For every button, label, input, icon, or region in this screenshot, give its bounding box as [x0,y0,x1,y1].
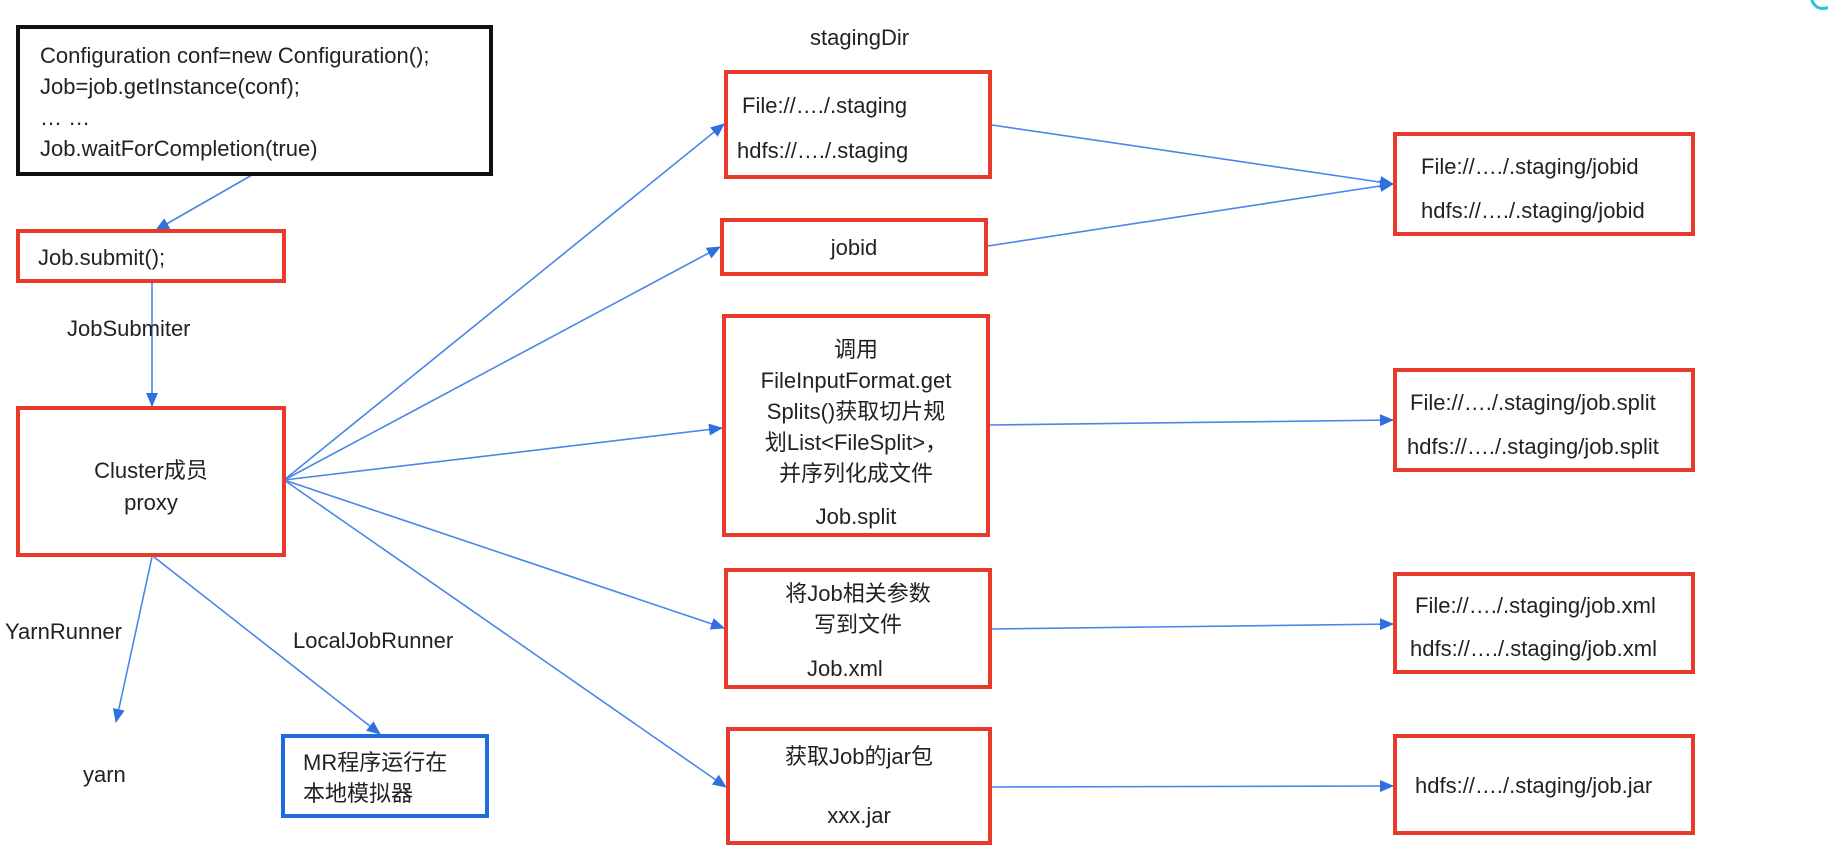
out-xml-line-2: hdfs://…./.staging/job.xml [1410,636,1657,661]
yarn-label: yarn [83,762,126,787]
cluster-line-1: Cluster成员 [94,458,208,483]
split-line-3: Splits()获取切片规 [766,399,946,424]
arrow-staging-to-out-jobid [991,124,1394,189]
staging-dir-label: stagingDir [810,25,910,50]
out-jobid-box: File://…./.staging/jobid hdfs://…./.stag… [1393,132,1695,236]
cluster-box: Cluster成员 proxy [16,406,286,557]
submit-label: Job.submit(); [38,245,166,270]
arrow-xml-to-out-xml [991,618,1394,631]
split-line-4: 划List<FileSplit>， [764,430,948,455]
arrow-cluster-to-xml [283,479,725,630]
jar-box: 获取Job的jar包 xxx.jar [726,727,992,845]
split-file-label: Job.split [815,504,897,529]
code-box: Configuration conf=new Configuration(); … [16,25,493,176]
out-split-line-2: hdfs://…./.staging/job.split [1407,434,1659,459]
cluster-line-2: proxy [124,490,178,515]
arrow-cluster-to-jar [283,479,727,788]
arrow-cluster-to-split [283,423,723,481]
jobid-label: jobid [830,235,878,260]
jobid-box: jobid [720,218,988,276]
xml-box: 将Job相关参数 写到文件 Job.xml [724,568,992,689]
staging-line-1: File://…./.staging [742,93,908,118]
out-jobid-line-2: hdfs://…./.staging/jobid [1421,198,1645,223]
split-box: 调用 FileInputFormat.get Splits()获取切片规 划Li… [722,314,990,537]
staging-box: File://…./.staging hdfs://…./.staging [724,70,992,179]
xml-line-2: 写到文件 [813,612,902,637]
arrow-cluster-to-staging [283,123,725,481]
local-line-1: MR程序运行在 [303,750,448,775]
arrow-split-to-out-split [989,414,1394,427]
arrow-cluster-to-jobid [283,246,721,481]
split-line-5: 并序列化成文件 [778,461,933,486]
split-line-1: 调用 [833,337,878,362]
out-split-box: File://…./.staging/job.split hdfs://…./.… [1393,368,1695,472]
xml-file-label: Job.xml [807,656,883,681]
out-xml-box: File://…./.staging/job.xml hdfs://…./.st… [1393,572,1695,674]
yarn-runner-label: YarnRunner [5,619,122,644]
xml-line-1: 将Job相关参数 [785,581,931,606]
arrow-cluster-to-yarn [112,556,153,723]
local-line-2: 本地模拟器 [303,781,414,806]
job-submitter-label: JobSubmiter [67,316,191,341]
out-split-line-1: File://…./.staging/job.split [1410,390,1656,415]
jar-file-label: xxx.jar [827,803,891,828]
code-line-4: Job.waitForCompletion(true) [40,136,318,161]
out-jar-box: hdfs://…./.staging/job.jar [1393,734,1695,835]
arrow-cluster-to-local [153,556,381,735]
arrow-jar-to-out-jar [991,780,1394,793]
code-line-1: Configuration conf=new Configuration(); [40,43,430,68]
staging-line-2: hdfs://…./.staging [737,138,909,163]
local-simulator-box: MR程序运行在 本地模拟器 [281,734,489,818]
code-line-2: Job=job.getInstance(conf); [40,74,300,99]
out-jar-line-1: hdfs://…./.staging/job.jar [1415,773,1653,798]
code-line-3: … … [40,105,91,130]
jar-line-1: 获取Job的jar包 [785,744,933,769]
arrow-jobid-to-out-jobid [987,180,1394,247]
split-line-2: FileInputFormat.get [760,368,952,393]
out-jobid-line-1: File://…./.staging/jobid [1421,154,1639,179]
arrow-code-to-submit [155,174,253,231]
submit-box: Job.submit(); [16,229,286,283]
local-runner-label: LocalJobRunner [293,628,454,653]
out-xml-line-1: File://…./.staging/job.xml [1415,593,1656,618]
